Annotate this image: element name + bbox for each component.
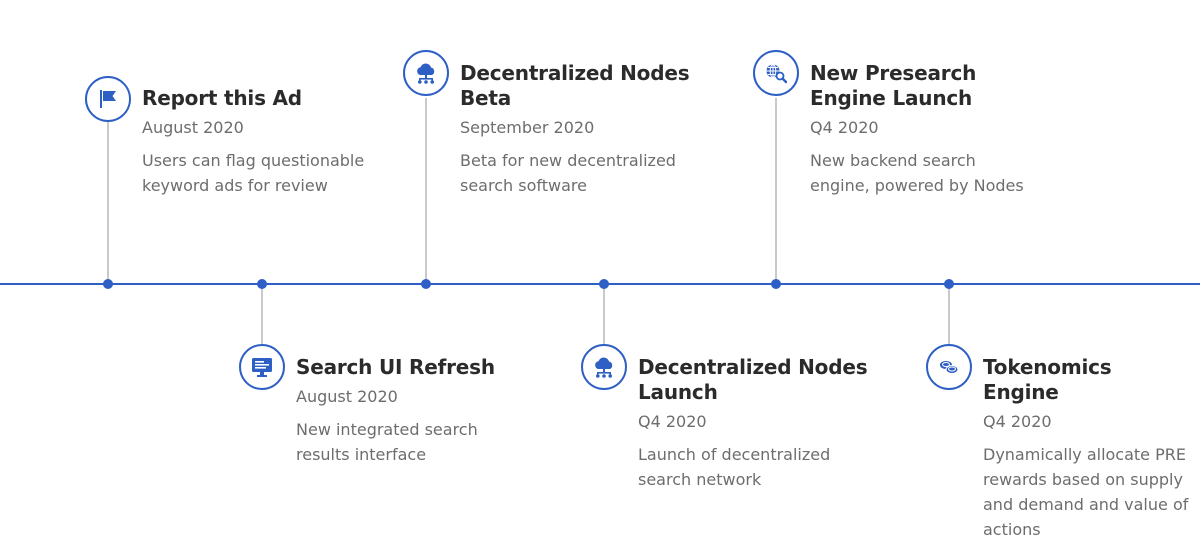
timeline-stem — [775, 98, 777, 285]
event-date: Q4 2020 — [638, 412, 707, 431]
timeline-dot — [103, 279, 113, 289]
timeline-dot — [421, 279, 431, 289]
timeline-event: Decentralized Nodes Beta September 2020 … — [460, 61, 690, 198]
event-date: August 2020 — [296, 387, 398, 406]
event-title: Report this Ad — [142, 86, 302, 110]
timeline-icon-badge — [403, 50, 449, 96]
timeline-dot — [257, 279, 267, 289]
timeline-event: Search UI Refresh August 2020 New integr… — [296, 355, 526, 467]
timeline-icon-badge — [926, 344, 972, 390]
timeline-stem — [603, 284, 605, 344]
timeline-icon-badge — [581, 344, 627, 390]
event-date: September 2020 — [460, 118, 595, 137]
monitor-icon — [252, 358, 272, 377]
timeline-dot — [599, 279, 609, 289]
timeline-stem — [948, 284, 950, 344]
event-date: Q4 2020 — [810, 118, 879, 137]
event-description: New integrated search results interface — [296, 420, 478, 464]
event-title: Search UI Refresh — [296, 355, 495, 379]
timeline-stem — [107, 120, 109, 285]
timeline-stem — [425, 98, 427, 285]
timeline-dot — [944, 279, 954, 289]
cloud-network-icon — [417, 63, 435, 84]
coins-icon — [940, 361, 959, 374]
event-description: Dynamically allocate PRE rewards based o… — [983, 445, 1189, 539]
event-date: August 2020 — [142, 118, 244, 137]
timeline-event: Decentralized Nodes Launch Q4 2020 Launc… — [638, 355, 868, 492]
timeline-stem — [261, 284, 263, 344]
cloud-network-icon — [595, 357, 613, 378]
flag-icon — [100, 90, 116, 108]
event-date: Q4 2020 — [983, 412, 1052, 431]
event-title: Decentralized Nodes Beta — [460, 61, 690, 110]
event-description: Beta for new decentralized search softwa… — [460, 151, 676, 195]
event-description: Users can flag questionable keyword ads … — [142, 151, 365, 195]
timeline-icon-badge — [85, 76, 131, 122]
event-title: Tokenomics Engine — [983, 355, 1112, 404]
timeline-icon-badge — [239, 344, 285, 390]
event-description: Launch of decentralized search network — [638, 445, 831, 489]
event-title: Decentralized Nodes Launch — [638, 355, 868, 404]
timeline-icon-badge — [753, 50, 799, 96]
timeline-event: New Presearch Engine Launch Q4 2020 New … — [810, 61, 1040, 198]
timeline-event: Tokenomics Engine Q4 2020 Dynamically al… — [983, 355, 1193, 542]
event-title: New Presearch Engine Launch — [810, 61, 977, 110]
timeline-event: Report this Ad August 2020 Users can fla… — [142, 86, 372, 198]
globe-search-icon — [766, 64, 788, 84]
event-description: New backend search engine, powered by No… — [810, 151, 1024, 195]
timeline-dot — [771, 279, 781, 289]
